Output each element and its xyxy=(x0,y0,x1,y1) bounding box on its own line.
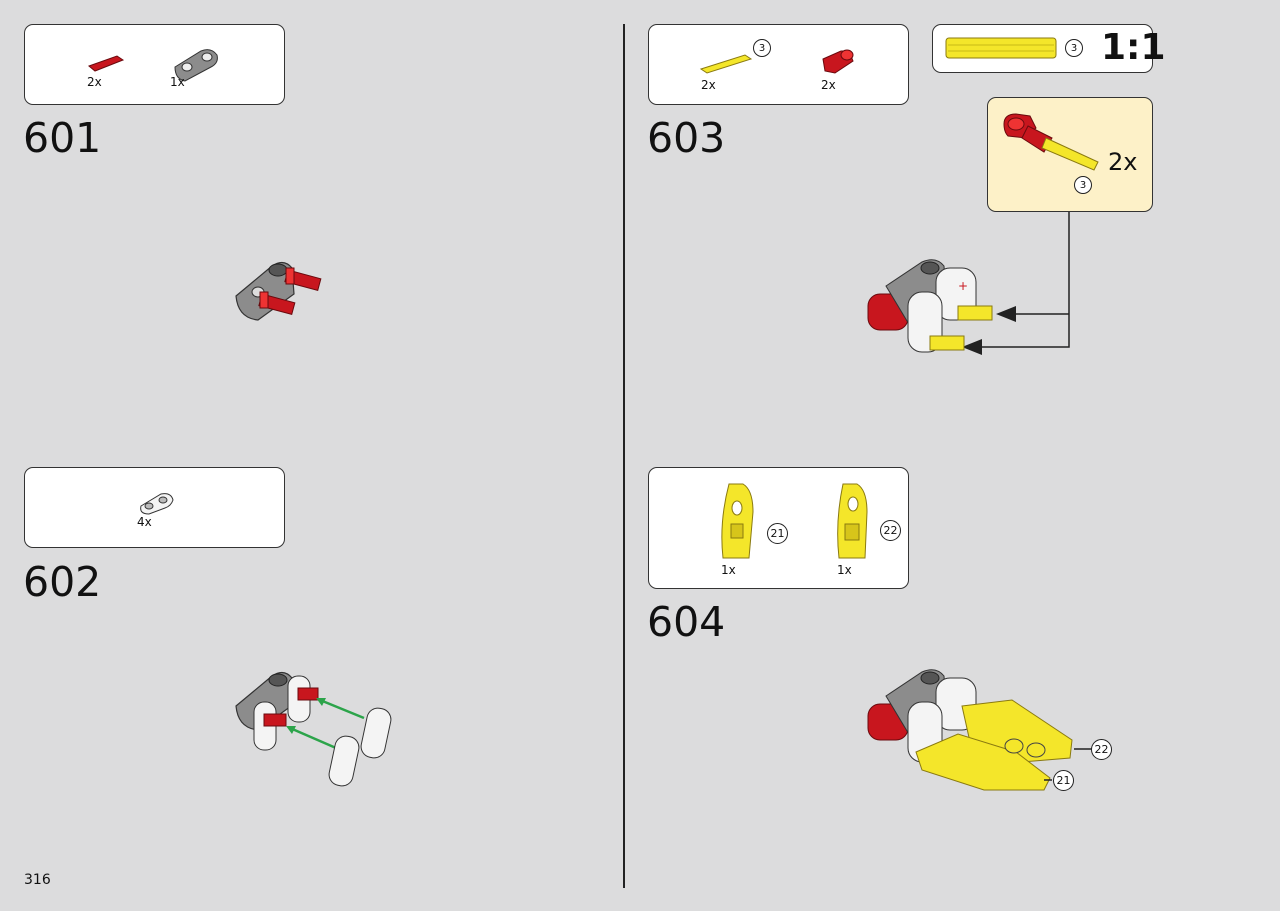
yellow-axle-3-part xyxy=(699,54,753,74)
part-qty: 1x xyxy=(837,563,852,577)
part-qty: 4x xyxy=(137,515,152,529)
red-connector-with-yellow-axle xyxy=(1003,113,1099,171)
step-number: 601 xyxy=(23,114,102,162)
parts-list-602: 4x xyxy=(24,467,285,548)
yellow-panel-21-part xyxy=(721,483,754,559)
yellow-panel-22-part xyxy=(837,483,868,559)
part-qty: 1x xyxy=(170,75,185,89)
subassembly-qty: 2x xyxy=(1108,148,1138,176)
part-qty: 1x xyxy=(721,563,736,577)
page-divider xyxy=(623,24,625,888)
step-603-assembly: + xyxy=(867,259,993,353)
parts-list-604: 21 1x 22 1x xyxy=(648,467,909,589)
scale-label: 1:1 xyxy=(1101,27,1166,68)
green-insert-arrow xyxy=(319,698,365,720)
parts-list-601: 2x 1x xyxy=(24,24,285,105)
axle-length-ref: 3 xyxy=(753,39,771,57)
part-callout: 21 xyxy=(1053,770,1074,791)
red-axle-part xyxy=(88,55,125,72)
green-insert-arrow xyxy=(289,726,337,750)
step-602-assembly xyxy=(235,671,392,787)
step-604-assembly xyxy=(867,669,1092,791)
parts-list-603: 3 2x 2x xyxy=(648,24,909,105)
part-qty: 2x xyxy=(821,78,836,92)
page-number: 316 xyxy=(24,872,51,888)
part-ref: 22 xyxy=(880,520,901,541)
axle-length-ref: 3 xyxy=(1074,176,1092,194)
white-double-connector-part xyxy=(140,493,174,515)
yellow-axle-3-scale xyxy=(945,37,1057,59)
part-qty: 2x xyxy=(87,75,102,89)
subassembly-callout: 2x 3 xyxy=(987,97,1153,212)
part-qty: 2x xyxy=(701,78,716,92)
red-axle-connector-part xyxy=(822,49,854,74)
svg-text:+: + xyxy=(958,279,968,293)
part-callout: 22 xyxy=(1091,739,1112,760)
axle-length-ref: 3 xyxy=(1065,39,1083,57)
step-601-assembly xyxy=(235,261,322,321)
scale-reference-panel: 3 1:1 xyxy=(932,24,1166,73)
step-number: 604 xyxy=(647,598,726,646)
step-number: 602 xyxy=(23,558,102,606)
grey-double-connector-part xyxy=(174,49,218,82)
step-number: 603 xyxy=(647,114,726,162)
part-ref: 21 xyxy=(767,523,788,544)
